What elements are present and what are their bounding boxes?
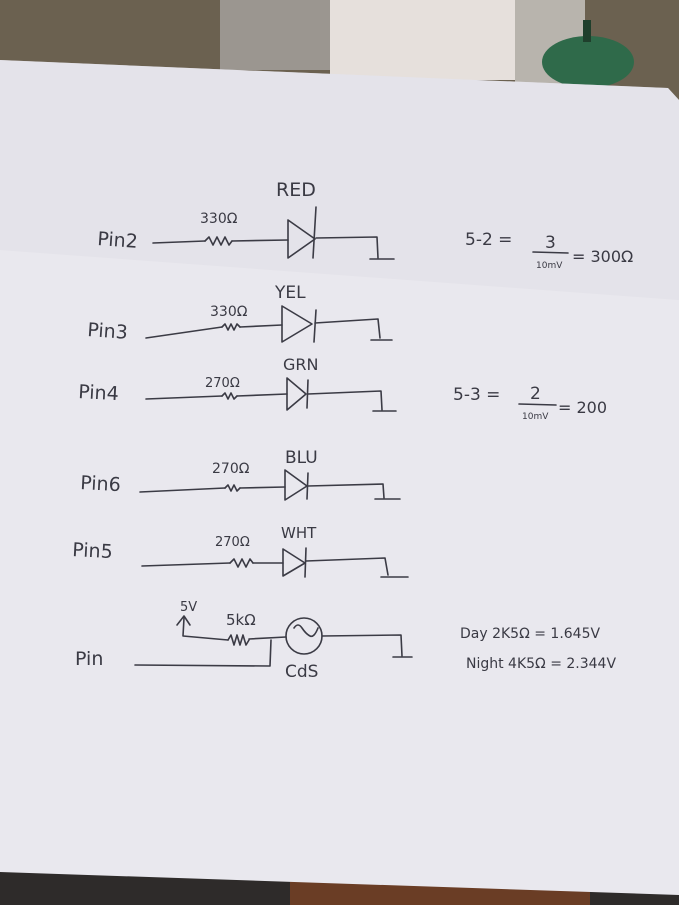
led-triangle: [281, 305, 313, 343]
resistor-symbol: [221, 323, 241, 331]
wire: [314, 318, 381, 339]
resistor-symbol: [221, 392, 238, 400]
led-row-4: Pin6 270Ω BLU: [80, 448, 401, 501]
wire: [307, 390, 383, 411]
led-triangle: [284, 469, 308, 501]
led-row-3: Pin4 270Ω GRN: [78, 355, 397, 412]
window-curtain: [220, 0, 330, 70]
resistor-label-3: 270Ω: [205, 376, 240, 391]
led-row-5: Pin5 270Ω WHT: [72, 524, 409, 578]
led-color-label-3: GRN: [283, 355, 318, 374]
lamp-shade: [542, 36, 634, 88]
led-color-label-1: RED: [276, 179, 316, 201]
lamp-stem: [583, 20, 591, 42]
readings-block: Day 2K5Ω = 1.645V Night 4K5Ω = 2.344V: [460, 626, 616, 672]
sensor-pin-label: Pin: [75, 648, 103, 670]
led-triangle: [287, 219, 316, 259]
led-bar: [312, 206, 317, 259]
resistor-symbol: [224, 484, 241, 492]
calc1-left: 5-2 =: [465, 230, 512, 250]
wire: [307, 483, 385, 499]
supply-label: 5V: [180, 600, 197, 615]
resistor-symbol: [229, 558, 254, 568]
day-reading: Day 2K5Ω = 1.645V: [460, 626, 600, 642]
wire: [145, 395, 223, 400]
calc1-result: = 300Ω: [572, 247, 633, 266]
calc2-result: = 200: [558, 398, 607, 417]
calc2-left: 5-3 =: [453, 385, 500, 405]
wire: [236, 393, 288, 397]
led-bar: [313, 309, 317, 343]
sensor-circuit: Pin 5V 5kΩ CdS: [75, 600, 413, 682]
calc1-numerator: 3: [545, 233, 556, 253]
fraction-bar: [518, 403, 557, 406]
resistor-label-5: 270Ω: [215, 535, 250, 550]
resistor-label-2: 330Ω: [210, 304, 248, 320]
wire: [134, 639, 272, 667]
wire: [182, 617, 229, 641]
calc-block-1: 5-2 = 3 10mV = 300Ω: [465, 230, 633, 271]
cds-squiggle: [293, 624, 319, 638]
wire: [315, 236, 379, 259]
fraction-bar: [532, 251, 569, 254]
led-triangle: [282, 548, 306, 577]
pin-label-1: Pin2: [97, 228, 139, 253]
pin-label-4: Pin6: [80, 472, 122, 496]
night-reading: Night 4K5Ω = 2.344V: [466, 656, 616, 672]
led-triangle: [286, 377, 307, 411]
led-color-label-5: WHT: [281, 524, 317, 542]
cds-label: CdS: [285, 662, 318, 682]
led-row-1: Pin2 330Ω RED: [97, 179, 395, 260]
calc-block-2: 5-3 = 2 10mV = 200: [453, 384, 607, 422]
led-row-2: Pin3 330Ω YEL: [87, 283, 393, 344]
wire: [145, 326, 223, 339]
pin-label-5: Pin5: [72, 539, 114, 563]
resistor-symbol: [227, 634, 250, 646]
wire: [305, 557, 389, 576]
paper-shade: [0, 60, 679, 300]
window-light: [330, 0, 520, 80]
wire: [152, 240, 206, 244]
sensor-resistor-label: 5kΩ: [226, 611, 256, 629]
wire: [139, 487, 226, 493]
pin-label-3: Pin4: [78, 381, 120, 405]
calc2-denominator: 10mV: [522, 412, 549, 422]
resistor-label-4: 270Ω: [212, 461, 250, 477]
resistor-label-1: 330Ω: [200, 211, 238, 227]
led-color-label-4: BLU: [285, 448, 318, 468]
resistor-symbol: [204, 236, 233, 246]
pin-label-2: Pin3: [87, 319, 129, 344]
led-bar: [304, 547, 307, 578]
wire: [239, 324, 283, 328]
wire: [239, 486, 286, 489]
wire: [321, 634, 403, 657]
supply-arrow: [176, 615, 191, 626]
wire: [141, 562, 231, 567]
calc1-denominator: 10mV: [536, 261, 563, 271]
led-color-label-2: YEL: [274, 283, 306, 303]
wire: [231, 239, 289, 242]
wire: [248, 636, 287, 640]
calc2-numerator: 2: [530, 384, 541, 404]
